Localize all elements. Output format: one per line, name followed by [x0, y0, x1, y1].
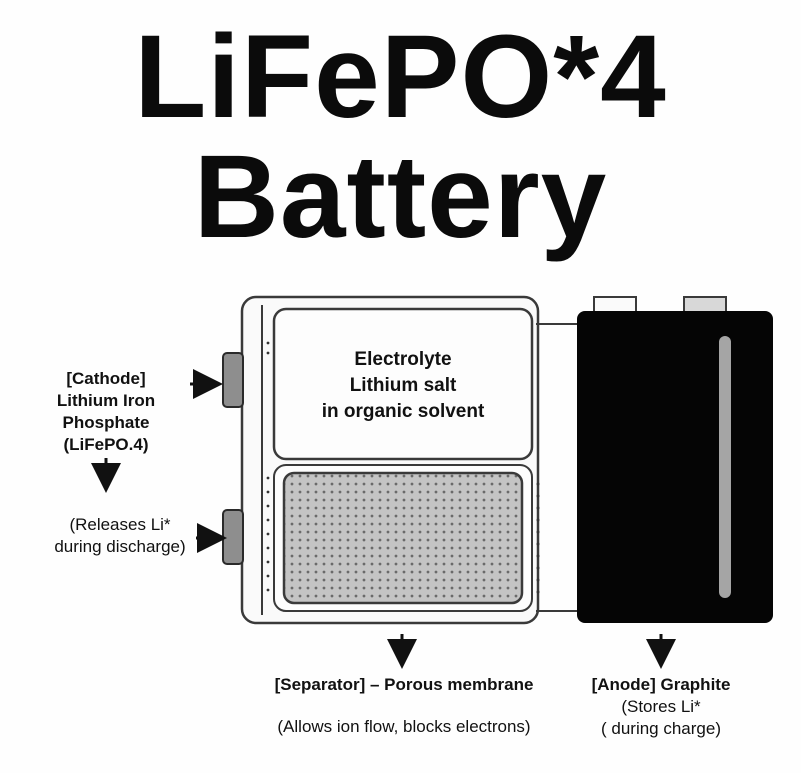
cathode-note-line-2: during discharge) [54, 537, 186, 556]
separator-note: (Allows ion flow, blocks electrons) [277, 717, 531, 736]
electrolyte-chamber [272, 307, 534, 461]
left-dotted-edge [266, 341, 270, 592]
electrolyte-line-3: in organic solvent [321, 401, 485, 422]
anode-label: [Anode] Graphite [591, 675, 731, 694]
separator-membrane [282, 471, 524, 605]
separator-label: [Separator] – Porous membrane [274, 675, 534, 694]
anode-note: (Stores Li* ( during charge) [571, 696, 751, 740]
title-line-1: LiFePO*4 [134, 11, 667, 143]
cathode-note-line-1: (Releases Li* [69, 515, 171, 534]
right-dotted-edge [536, 482, 540, 594]
anode-graphite-block [577, 311, 773, 623]
anode-terminal-right [683, 296, 727, 314]
cathode-label: [Cathode] Lithium Iron Phosphate (LiFePO… [40, 368, 172, 456]
anode-note-line-2: ( during charge) [600, 719, 721, 738]
anode-terminal-left [593, 296, 637, 314]
title-line-2: Battery [193, 131, 608, 263]
electrolyte-line-2: Lithium salt [349, 375, 457, 396]
cathode-line-3: Phosphate [62, 413, 150, 432]
anode-highlight-strip [719, 336, 731, 598]
cathode-line-1: [Cathode] [66, 369, 146, 388]
cathode-tab-lower [222, 509, 244, 565]
electrolyte-line-1: Electrolyte [354, 349, 452, 370]
cathode-line-2: Lithium Iron [56, 391, 156, 410]
cathode-tab-upper [222, 352, 244, 408]
cathode-note: (Releases Li* during discharge) [36, 514, 204, 558]
cathode-line-4: (LiFePO.4) [63, 435, 149, 454]
anode-note-line-1: (Stores Li* [621, 697, 701, 716]
electrolyte-label: Electrolyte Lithium salt in organic solv… [282, 347, 524, 425]
